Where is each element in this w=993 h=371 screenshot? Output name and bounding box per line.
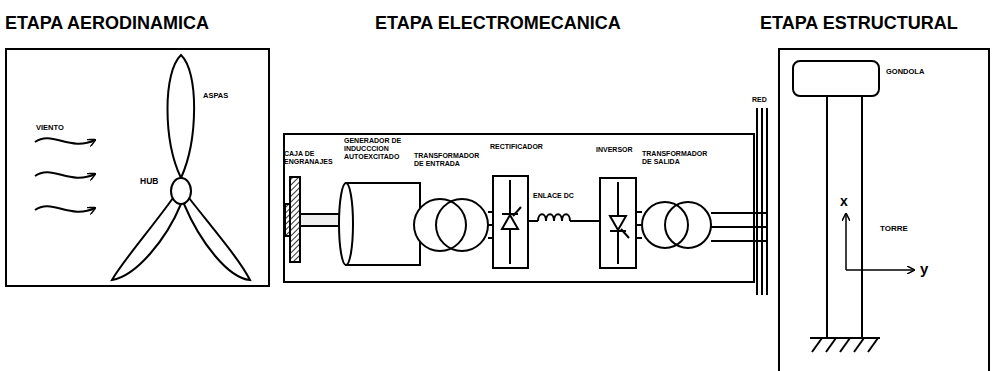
component-label: TRANSFORMADOR DE ENTRADA (414, 152, 486, 168)
wind-arrows (35, 138, 95, 211)
tower (810, 97, 880, 352)
axes (846, 214, 914, 270)
stage-box: ETAPA ESTRUCTURALGONDOLA (778, 48, 990, 371)
nacelle-box: GONDOLA (792, 60, 880, 97)
stage-title: ETAPA ESTRUCTURAL (760, 14, 958, 34)
axis-label: x (840, 193, 848, 209)
grid-label: RED (752, 96, 767, 104)
component-label: RECTIFICADOR (490, 143, 543, 151)
component-label: CAJA DE ENGRANAJES (284, 150, 338, 166)
component-label: INVERSOR (596, 146, 633, 154)
drive-train (285, 176, 767, 268)
component-label: ENLACE DC (533, 192, 574, 200)
tower-label: TORRE (880, 224, 908, 233)
hub-label: HUB (140, 177, 158, 187)
nacelle-label: GONDOLA (886, 68, 924, 77)
component-label: GENERADOR DE INDUCCCION AUTOEXCITADO (344, 137, 410, 161)
stage-title: ETAPA AERODINAMICA (5, 14, 209, 34)
grid-bus (757, 108, 767, 295)
stage-box: ETAPA AERODINAMICA (5, 48, 270, 287)
blade-label: ASPAS (203, 92, 228, 101)
rotor-blades (112, 55, 250, 280)
stage-title: ETAPA ELECTROMECANICA (375, 14, 621, 34)
wind-label: VIENTO (36, 124, 64, 133)
component-label: TRANSFORMADOR DE SALIDA (642, 150, 716, 166)
axis-label: y (920, 260, 928, 277)
